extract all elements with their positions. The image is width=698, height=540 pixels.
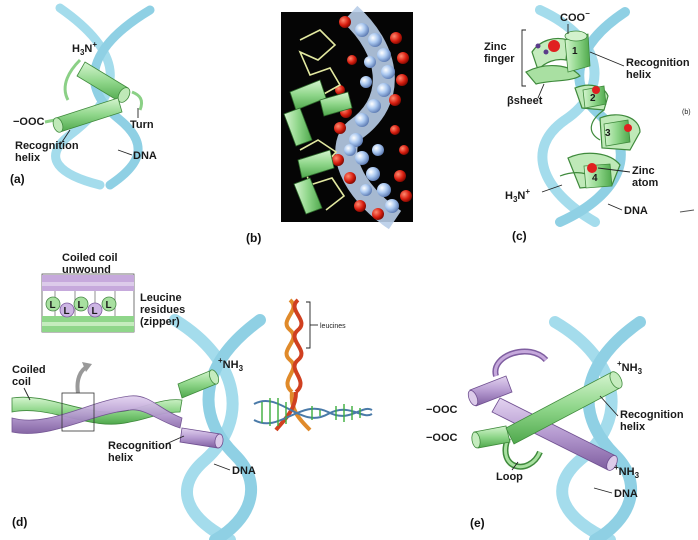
panel-d-dna-leader xyxy=(214,464,230,470)
panel-a-recognition-helix xyxy=(51,98,122,134)
panel-c-finger-num-3: 3 xyxy=(605,128,611,139)
panel-a-turn-label: Turn xyxy=(130,119,154,131)
panel-d-leucines-label: leucines xyxy=(320,323,346,330)
panel-c-coo-label: COO− xyxy=(560,9,590,24)
panel-a-nterm-label: H3N+ xyxy=(72,40,97,57)
panel-d-leucine-label-1: Leucine xyxy=(140,292,182,304)
panel-a-label: (a) xyxy=(10,172,25,186)
panel-e-nh3-top-label: +NH3 xyxy=(617,359,643,376)
panel-c-dna-label: DNA xyxy=(624,205,648,217)
panel-d-inset: L L L L L xyxy=(42,274,134,332)
panel-c-recog-label-2: helix xyxy=(626,69,652,81)
panel-e-label: (e) xyxy=(470,516,485,530)
panel-e-nh3-bottom-label: +NH3 xyxy=(614,463,640,480)
panel-e-recog-label-2: helix xyxy=(620,421,646,433)
panel-d: L L L L L Coiled coil unwound Leucine re… xyxy=(12,252,260,540)
panel-e-cterm2-label: −OOC xyxy=(426,432,458,444)
panel-d-coiled-unwound-label-1: Coiled coil xyxy=(62,252,118,264)
panel-a-recog-label-1: Recognition xyxy=(15,140,79,152)
panel-d-leucine-label-3: (zipper) xyxy=(140,316,180,328)
panel-e-dna-label: DNA xyxy=(614,488,638,500)
svg-text:L: L xyxy=(78,300,84,311)
panel-a-dna-label: DNA xyxy=(133,150,157,162)
panel-d-recog-label-1: Recognition xyxy=(108,440,172,452)
svg-text:L: L xyxy=(64,306,70,317)
panel-e-recog-label-1: Recognition xyxy=(620,409,684,421)
panel-b-label: (b) xyxy=(246,231,261,245)
panel-e-green-loop xyxy=(505,438,540,467)
panel-e-cterm1-label: −OOC xyxy=(426,404,458,416)
panel-c-nterm-label: H3N+ xyxy=(505,187,530,204)
panel-d-dna-label: DNA xyxy=(232,465,256,477)
panel-c-zinc-atom-label-2: atom xyxy=(632,177,659,189)
panel-d-coiled-label-2: coil xyxy=(12,376,31,388)
panel-a-recog-label-2: helix xyxy=(15,152,41,164)
panel-c-zinc-finger-label-2: finger xyxy=(484,53,515,65)
panel-a: H3N+ −OOC Turn Recognition helix DNA (a) xyxy=(10,8,157,186)
panel-c-finger-num-2: 2 xyxy=(590,93,596,104)
svg-text:L: L xyxy=(50,300,56,311)
panel-c-label: (c) xyxy=(512,229,527,243)
panel-a-cterm-label: −OOC xyxy=(13,116,45,128)
panel-e-loop-label: Loop xyxy=(496,471,523,483)
panel-e-purple-loop xyxy=(495,351,546,376)
panel-c-finger-num-4: 4 xyxy=(592,173,598,184)
panel-c-tiny-mark: (b) xyxy=(682,109,691,116)
panel-d-nh3-label: +NH3 xyxy=(218,356,244,373)
panel-d-leucine-label-2: residues xyxy=(140,304,185,316)
panel-d-recog-label-2: helix xyxy=(108,452,134,464)
panel-c-zinc-finger-label-1: Zinc xyxy=(484,41,507,53)
panel-d-label: (d) xyxy=(12,515,27,529)
panel-a-dna-leader xyxy=(118,150,132,155)
panel-e: −OOC −OOC +NH3 +NH3 Recognition helix Lo… xyxy=(426,322,684,540)
panel-d-coiled-label-1: Coiled xyxy=(12,364,46,376)
svg-text:L: L xyxy=(106,300,112,311)
panel-c: 1 2 3 4 COO− Zinc finger Recognition hel… xyxy=(484,9,694,243)
panel-d-coiled-unwound-label-2: unwound xyxy=(62,264,111,276)
panel-d-zipper-inset: leucines xyxy=(254,300,372,430)
panel-c-finger-num-1: 1 xyxy=(572,46,578,57)
panel-c-zinc-atom-label-1: Zinc xyxy=(632,165,655,177)
panel-b: (b) xyxy=(246,12,413,245)
panel-d-leucines-bracket xyxy=(306,302,310,348)
panel-d-zipper-dna xyxy=(254,398,372,426)
panel-c-dna-leader xyxy=(608,204,622,210)
svg-text:L: L xyxy=(92,306,98,317)
panel-c-recog-label-1: Recognition xyxy=(626,57,690,69)
panel-c-tiny-arrow xyxy=(680,210,694,212)
panel-c-zinc-finger-bracket xyxy=(522,30,526,86)
panel-c-beta-sheet-label: βsheet xyxy=(507,95,543,107)
panel-e-dna-leader xyxy=(594,488,612,493)
panel-d-coiled-coil xyxy=(12,393,182,434)
